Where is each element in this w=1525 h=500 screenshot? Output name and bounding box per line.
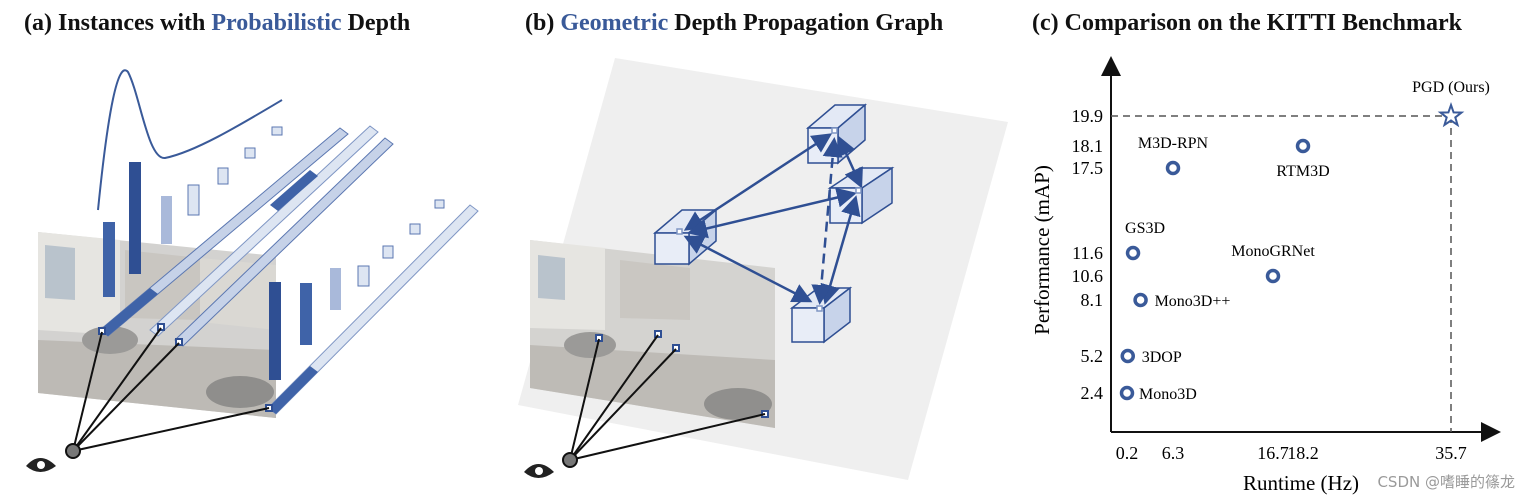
data-point-label: MonoGRNet: [1231, 243, 1315, 260]
panel-a-highlight: Probabilistic: [211, 10, 342, 36]
data-point-label: PGD (Ours): [1412, 79, 1490, 96]
comparison-chart: Performance (mAP) Runtime (Hz) 2.4 5.2 8.1…: [1030, 56, 1501, 495]
y-tick-label: 10.6: [1072, 266, 1104, 286]
panel-c-title: (c) Comparison on the KITTI Benchmark: [1032, 10, 1462, 37]
eye-icon: [524, 464, 554, 478]
y-tick-label: 18.1: [1072, 136, 1104, 156]
camera-center-icon: [562, 452, 578, 468]
panel-b-highlight: Geometric: [560, 10, 669, 36]
data-point-star: [1437, 101, 1465, 128]
probability-bars: [103, 126, 445, 380]
eye-icon: [26, 458, 56, 472]
x-tick-label: 35.7: [1435, 443, 1467, 463]
x-tick-label: 0.2: [1116, 443, 1139, 463]
y-tick-label: 11.6: [1072, 243, 1103, 263]
data-point-label: 3DOP: [1142, 349, 1182, 366]
panel-b-title: (b) Geometric Depth Propagation Graph: [525, 10, 943, 37]
data-point-label: RTM3D: [1276, 163, 1329, 180]
data-point: [1133, 292, 1148, 308]
data-point-label: Mono3D++: [1155, 293, 1231, 310]
probability-curve: [97, 69, 283, 211]
data-point: [1295, 138, 1311, 154]
camera-center-icon: [65, 443, 81, 459]
graph-edges: [683, 133, 863, 305]
x-axis-label: Runtime (Hz): [1243, 471, 1359, 495]
y-tick-label: 8.1: [1081, 290, 1104, 310]
data-point: [1265, 268, 1281, 284]
panel-a-diagram: [26, 69, 479, 472]
panel-b-title-suffix: Depth Propagation Graph: [668, 10, 944, 36]
depth-rays: [99, 125, 479, 415]
data-point-label: M3D-RPN: [1138, 135, 1209, 152]
panel-a-title-text: (a) Instances with: [24, 10, 212, 36]
y-tick-label: 19.9: [1072, 106, 1104, 126]
panel-a-title-suffix: Depth: [341, 10, 411, 36]
camera-rays: [569, 334, 766, 461]
panel-b-diagram: [518, 58, 1008, 480]
data-point: [1120, 348, 1136, 364]
y-tick-label: 2.4: [1081, 383, 1104, 403]
y-tick-label: 17.5: [1072, 158, 1104, 178]
camera-rays: [72, 327, 270, 452]
panel-c-title-text: (c) Comparison on the KITTI Benchmark: [1032, 10, 1463, 36]
data-point: [1165, 160, 1181, 176]
panel-b-title-text: (b): [525, 10, 561, 36]
y-tick-label: 5.2: [1081, 346, 1104, 366]
x-tick-label: 16.7: [1257, 443, 1289, 463]
data-point: [1125, 245, 1141, 261]
x-tick-label: 18.2: [1287, 443, 1319, 463]
panel-a-title: (a) Instances with Probabilistic Depth: [24, 10, 410, 37]
x-tick-label: 6.3: [1162, 443, 1185, 463]
data-point-label: Mono3D: [1139, 386, 1197, 403]
y-axis-label: Performance (mAP): [1030, 165, 1054, 335]
chart-marks: 2.4 5.2 8.1 10.6 11.6 17.518.1 19.9 0.2 6.3 16.71…: [1072, 79, 1490, 463]
data-point: [1119, 385, 1135, 401]
watermark: CSDN @嗜睡的篠龙: [1377, 473, 1515, 491]
data-point-label: GS3D: [1125, 220, 1165, 237]
